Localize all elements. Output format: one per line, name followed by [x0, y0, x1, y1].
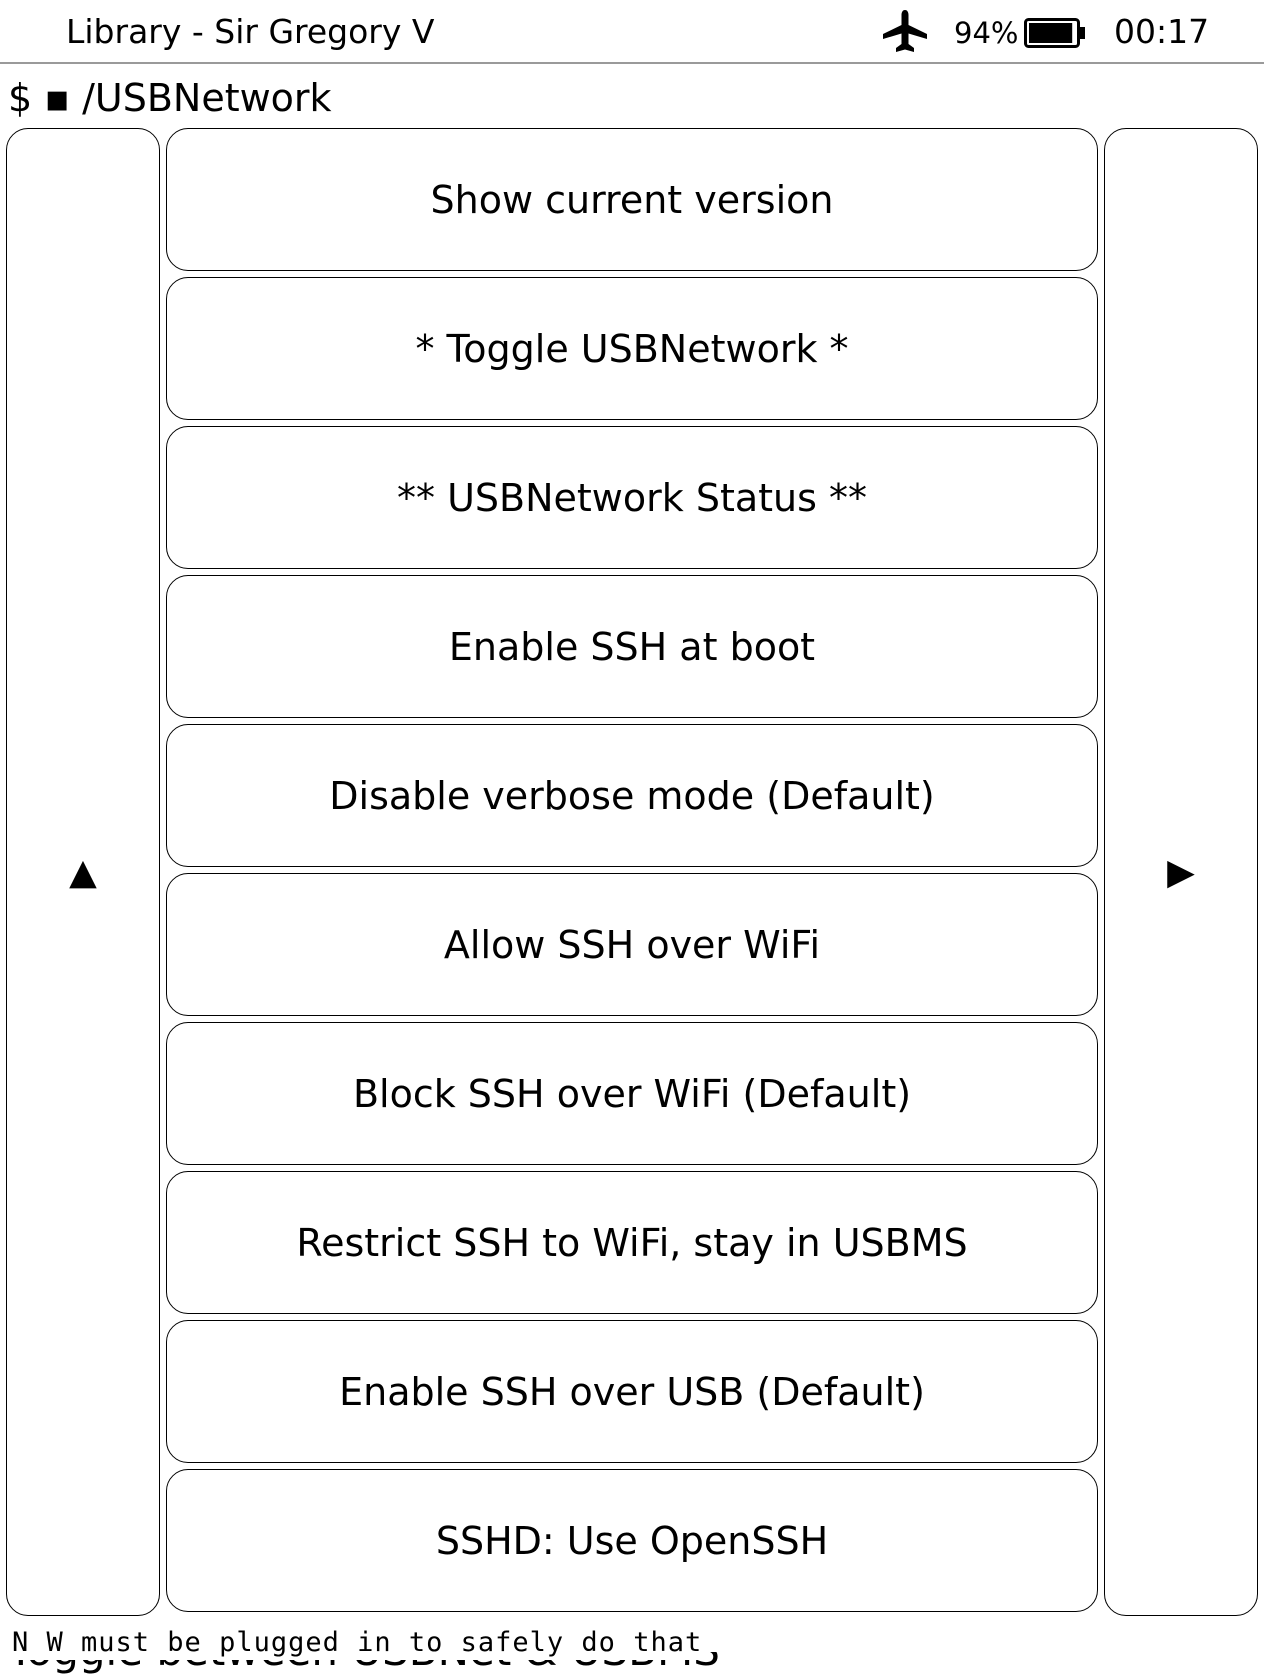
- menu-list: Show current version * Toggle USBNetwork…: [166, 128, 1098, 1618]
- menu-item-show-version[interactable]: Show current version: [166, 128, 1098, 271]
- clock: 00:17: [1114, 12, 1210, 51]
- menu-item-toggle-usbnetwork[interactable]: * Toggle USBNetwork *: [166, 277, 1098, 420]
- status-title[interactable]: Library - Sir Gregory V: [66, 12, 435, 51]
- footer-hint-warning: N W must be plugged in to safely do that: [12, 1626, 707, 1660]
- menu-item-sshd-openssh[interactable]: SSHD: Use OpenSSH: [166, 1469, 1098, 1612]
- battery-icon: [1024, 18, 1085, 48]
- previous-page-button[interactable]: ▲: [6, 128, 160, 1616]
- menu-item-disable-verbose[interactable]: Disable verbose mode (Default): [166, 724, 1098, 867]
- menu-item-enable-ssh-usb[interactable]: Enable SSH over USB (Default): [166, 1320, 1098, 1463]
- menu-item-restrict-ssh-wifi[interactable]: Restrict SSH to WiFi, stay in USBMS: [166, 1171, 1098, 1314]
- battery-fill: [1029, 23, 1073, 43]
- chevron-up-icon: ▲: [69, 852, 97, 893]
- airplane-icon: [883, 10, 927, 52]
- status-bar: Library - Sir Gregory V 94% 00:17: [0, 0, 1264, 64]
- path-breadcrumb: $ ▪ /USBNetwork: [8, 76, 332, 120]
- battery-percent: 94%: [954, 16, 1019, 50]
- menu-item-allow-ssh-wifi[interactable]: Allow SSH over WiFi: [166, 873, 1098, 1016]
- menu-item-usbnetwork-status[interactable]: ** USBNetwork Status **: [166, 426, 1098, 569]
- menu-item-block-ssh-wifi[interactable]: Block SSH over WiFi (Default): [166, 1022, 1098, 1165]
- next-page-button[interactable]: ▶: [1104, 128, 1258, 1616]
- arrow-right-icon: ▶: [1167, 852, 1195, 893]
- menu-item-enable-ssh-boot[interactable]: Enable SSH at boot: [166, 575, 1098, 718]
